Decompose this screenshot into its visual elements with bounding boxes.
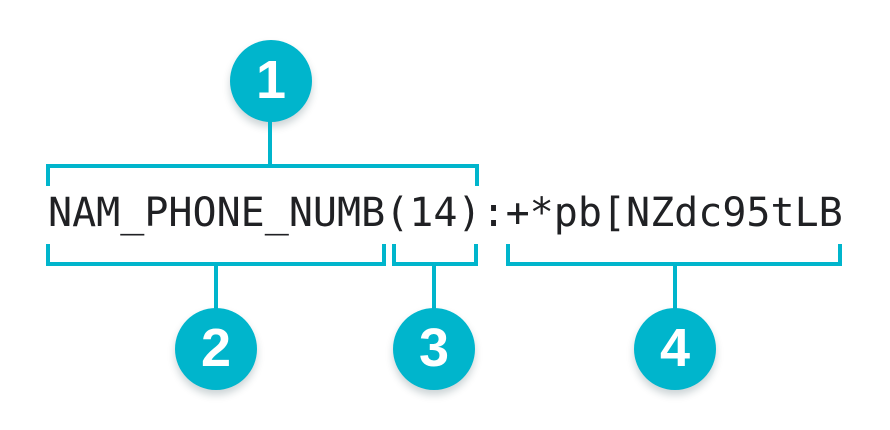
callout-number: 3	[418, 318, 450, 378]
callout-number: 1	[255, 50, 287, 110]
token-length-text: (14)	[385, 190, 482, 236]
callout-badge-2: 2	[175, 308, 257, 390]
bracket-value	[506, 244, 842, 266]
token-name-text: NAM_PHONE_NUMB	[48, 190, 386, 236]
bracket-name	[46, 244, 386, 266]
token-value-text: +*pb[NZdc95tLB	[505, 190, 843, 236]
callout-4-connector	[673, 264, 677, 310]
token-separator-text: :	[481, 190, 506, 236]
bracket-name-and-length	[46, 164, 479, 186]
callout-badge-4: 4	[634, 308, 716, 390]
callout-badge-3: 3	[393, 308, 475, 390]
callout-number: 2	[200, 318, 232, 378]
callout-2-connector	[214, 264, 218, 310]
callout-1-connector	[268, 118, 272, 166]
callout-badge-1: 1	[230, 40, 312, 122]
callout-3-connector	[432, 264, 436, 310]
bracket-length	[392, 244, 478, 266]
callout-number: 4	[659, 318, 691, 378]
token-string: NAM_PHONE_NUMB (14) : +*pb[NZdc95tLB	[48, 193, 843, 233]
